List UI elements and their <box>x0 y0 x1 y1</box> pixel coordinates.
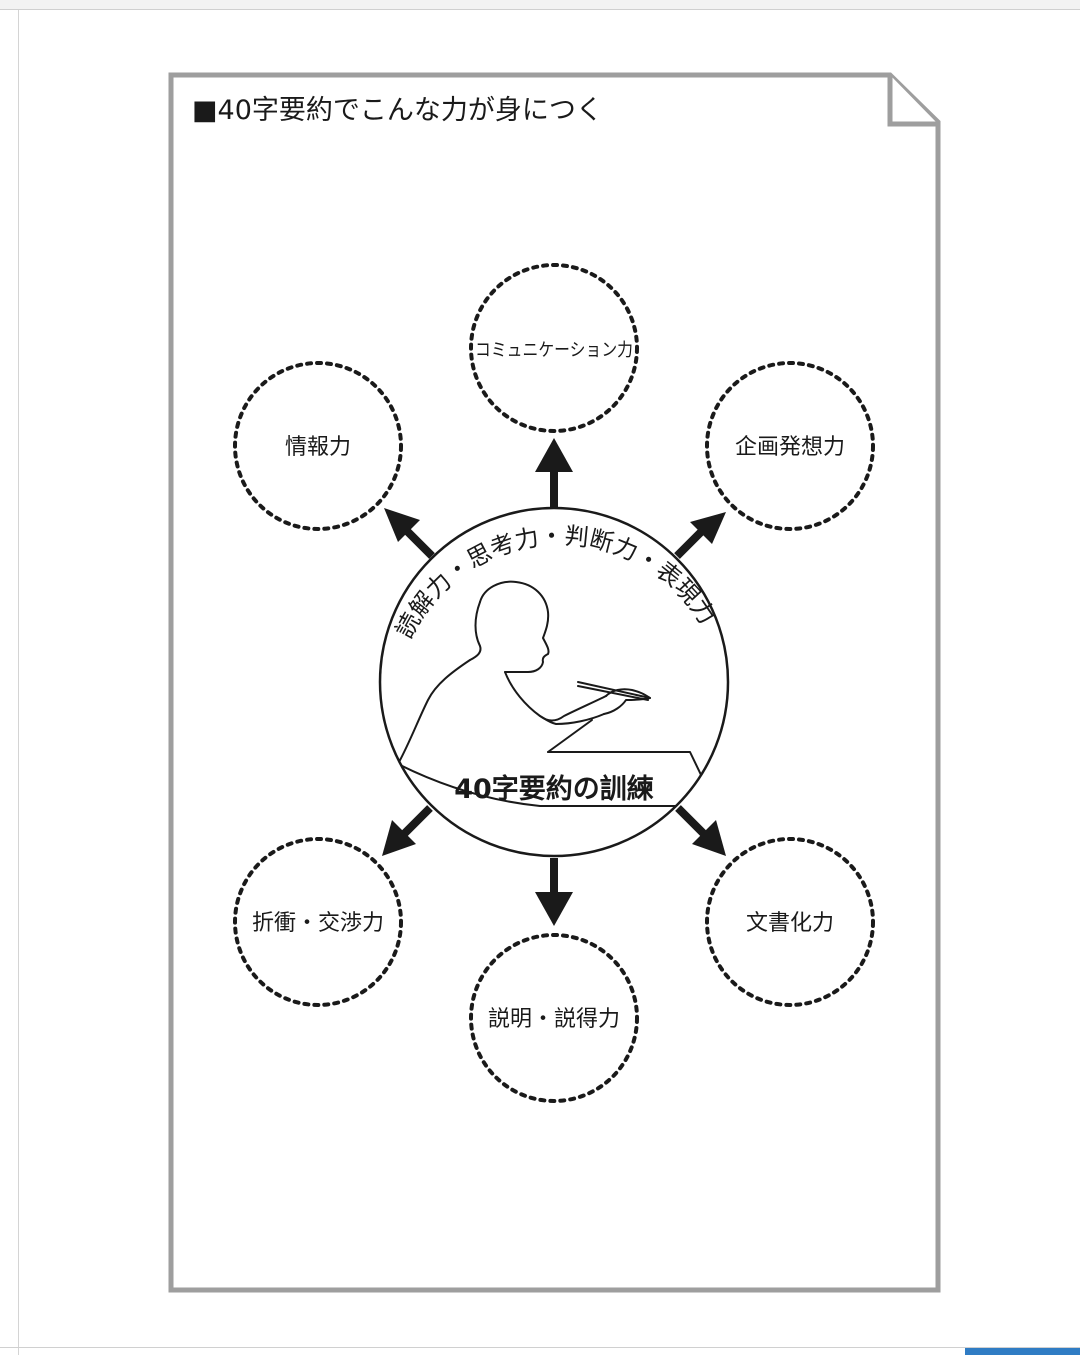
skill-circles <box>233 263 875 1103</box>
center-caption: 40字要約の訓練 <box>454 773 654 805</box>
skill-label-upper-left: 情報力 <box>285 435 351 460</box>
skill-label-bottom: 説明・説得力 <box>488 1007 620 1032</box>
arrow-icon <box>674 512 726 559</box>
arrow-icon <box>384 508 435 559</box>
skill-label-lower-left: 折衝・交渉力 <box>252 911 384 936</box>
viewer-left-gutter <box>0 10 19 1355</box>
skill-label-upper-right: 企画発想力 <box>735 435 845 460</box>
viewer-bottom-line <box>0 1347 1080 1348</box>
skill-circle-upper-left <box>233 361 403 531</box>
page-title: ■40字要約でこんな力が身につく <box>192 95 603 126</box>
arrow-icon <box>382 805 433 856</box>
arrow-icon <box>675 805 726 856</box>
arrows <box>382 438 726 926</box>
skill-circle-upper-right <box>705 361 875 531</box>
skill-labels: コミュニケーション力 情報力 企画発想力 折衝・交渉力 説明・説得力 文書化力 <box>252 340 845 1032</box>
arrow-icon <box>535 858 573 926</box>
arrow-icon <box>535 438 573 508</box>
skill-label-top: コミュニケーション力 <box>475 340 633 361</box>
skill-circle-lower-right <box>705 837 875 1007</box>
viewer-top-strip <box>0 0 1080 10</box>
skill-circle-lower-left <box>233 837 403 1007</box>
center-circle: 読解力・思考力・判断力・表現力 40字要約の訓練 <box>378 506 730 858</box>
skill-circle-bottom <box>469 933 639 1103</box>
skill-circle-top <box>469 263 639 433</box>
viewer-progress-accent <box>965 1348 1080 1355</box>
skill-label-lower-right: 文書化力 <box>746 911 834 936</box>
